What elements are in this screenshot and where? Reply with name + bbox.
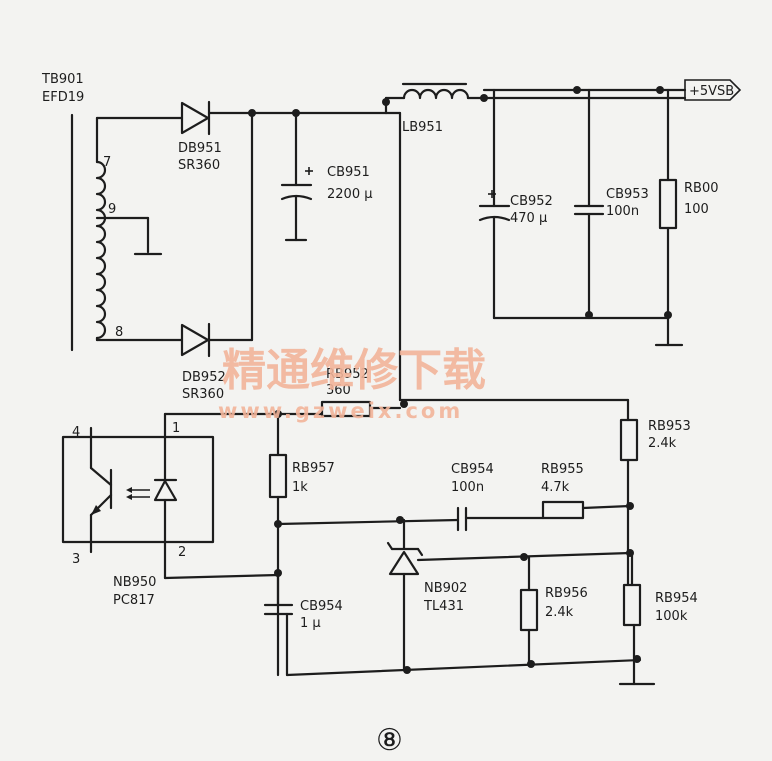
resistor-rb952 xyxy=(163,400,402,418)
resistor-rb955 xyxy=(541,500,632,520)
label-rb952: RB952 xyxy=(326,367,369,382)
resistor-rb956 xyxy=(519,555,539,664)
label-nb902: NB902 xyxy=(424,581,467,596)
label-db951: DB951 xyxy=(178,141,222,156)
label-pin9: 9 xyxy=(108,202,116,217)
label-efd19: EFD19 xyxy=(42,90,84,105)
label-opto-pin3: 3 xyxy=(72,552,80,567)
output-5vsb-tag: +5VSB xyxy=(684,79,742,101)
label-rb957-val: 1k xyxy=(292,480,308,495)
label-rb957: RB957 xyxy=(292,461,335,476)
figure-number: ⑧ xyxy=(376,723,403,758)
diode-db951 xyxy=(180,100,388,136)
label-cb953-val: 100n xyxy=(606,204,639,219)
label-lb951: LB951 xyxy=(402,120,443,135)
label-cb951-val: 2200 µ xyxy=(327,187,373,202)
transformer-tb901 xyxy=(70,113,184,352)
resistor-rb953 xyxy=(619,398,639,586)
label-rb00: RB00 xyxy=(684,181,719,196)
label-opto-pin2: 2 xyxy=(178,545,186,560)
label-rb956-val: 2.4k xyxy=(545,605,574,620)
capacitor-cb954-1u xyxy=(263,571,294,677)
resistor-rb957 xyxy=(268,412,288,677)
watermark-title: 精通维修下载 xyxy=(222,345,486,396)
label-pin7: 7 xyxy=(103,155,111,170)
label-db952: DB952 xyxy=(182,370,226,385)
capacitor-cb951 xyxy=(280,111,313,242)
label-cb954-1u-val: 1 µ xyxy=(300,616,321,631)
label-rb953-val: 2.4k xyxy=(648,436,677,451)
label-nb950-val: PC817 xyxy=(113,593,155,608)
inductor-lb951 xyxy=(384,82,687,100)
capacitor-cb953 xyxy=(573,88,605,320)
capacitor-cb952 xyxy=(478,88,511,320)
label-db951-val: SR360 xyxy=(178,158,220,173)
label-opto-pin1: 1 xyxy=(172,421,180,436)
label-cb953: CB953 xyxy=(606,187,649,202)
label-db952-val: SR360 xyxy=(182,387,224,402)
watermark-url: www.gzweix.com xyxy=(218,399,463,423)
label-tb901: TB901 xyxy=(41,72,84,87)
label-cb954-100n-val: 100n xyxy=(451,480,484,495)
diode-db952 xyxy=(180,322,254,358)
label-nb950: NB950 xyxy=(113,575,156,590)
resistor-rb00 xyxy=(654,88,684,347)
label-rb956: RB956 xyxy=(545,586,588,601)
capacitor-cb954-100n xyxy=(276,506,545,532)
label-rb955-val: 4.7k xyxy=(541,480,570,495)
label-nb902-val: TL431 xyxy=(423,599,464,614)
label-rb955: RB955 xyxy=(541,462,584,477)
label-cb952-val: 470 µ xyxy=(510,211,547,226)
label-rb954-val: 100k xyxy=(655,609,688,624)
label-cb952: CB952 xyxy=(510,194,553,209)
label-rb953: RB953 xyxy=(648,419,691,434)
resistor-rb954 xyxy=(618,551,656,686)
label-rb00-val: 100 xyxy=(684,202,709,217)
label-rb952-val: 360 xyxy=(326,383,351,398)
label-cb954-100n: CB954 xyxy=(451,462,494,477)
label-pin8: 8 xyxy=(115,325,123,340)
vsb-label: +5VSB xyxy=(689,84,734,99)
label-cb951: CB951 xyxy=(327,165,370,180)
optocoupler-nb950 xyxy=(61,412,280,580)
label-rb954: RB954 xyxy=(655,591,698,606)
label-cb954-1u: CB954 xyxy=(300,599,343,614)
label-opto-pin4: 4 xyxy=(72,425,80,440)
